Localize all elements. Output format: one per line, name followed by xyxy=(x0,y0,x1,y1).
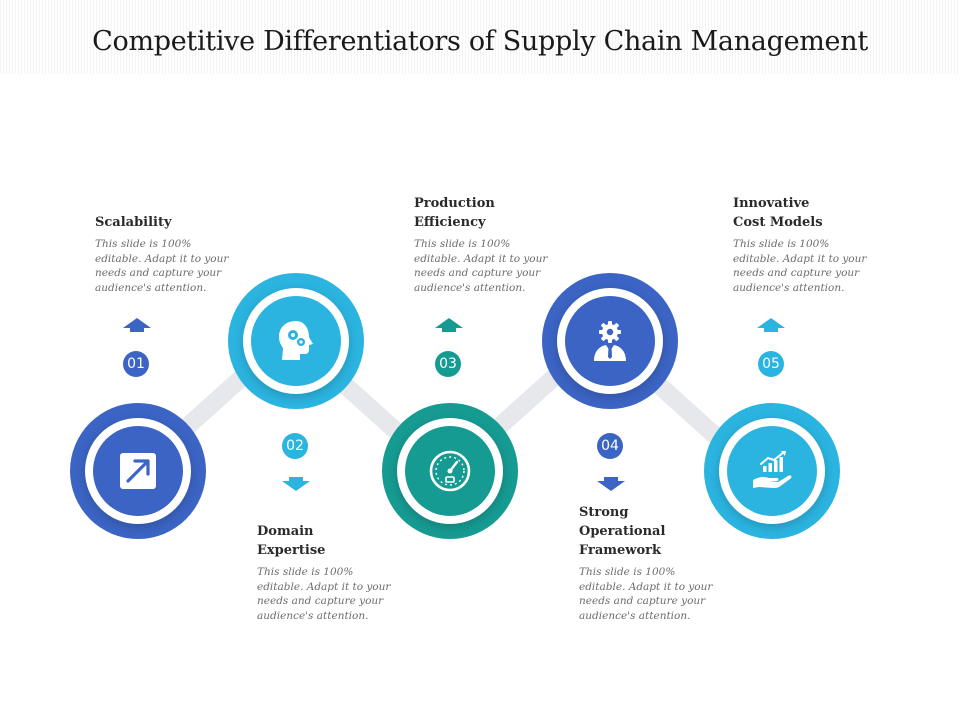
step-1-number-badge: 01 xyxy=(123,351,149,377)
step-5-title-line: Cost Models xyxy=(733,215,823,230)
step-2-title-line: Expertise xyxy=(257,543,326,558)
step-2-title: Domain Expertise xyxy=(257,522,325,560)
step-4-circle-inner xyxy=(557,288,663,394)
step-3-description-line: editable. Adapt it to your xyxy=(414,252,548,265)
up-arrow-icon xyxy=(757,318,785,332)
step-5-description: This slide is 100% editable. Adapt it to… xyxy=(733,237,883,295)
step-4-title: Strong Operational Framework xyxy=(579,503,665,560)
step-5-circle xyxy=(704,403,840,539)
step-1-circle-inner xyxy=(85,418,191,524)
step-3-title-line: Efficiency xyxy=(414,215,486,230)
speedometer-icon xyxy=(429,450,471,492)
step-2-circle-inner xyxy=(243,288,349,394)
step-3-number-badge: 03 xyxy=(435,351,461,377)
step-1-description-line: This slide is 100% xyxy=(95,238,192,250)
step-4-title-line: Framework xyxy=(579,543,662,558)
step-4-circle-core xyxy=(565,296,655,386)
step-2-description-line: This slide is 100% xyxy=(257,566,354,578)
step-5-title: Innovative Cost Models xyxy=(733,194,823,232)
step-2-description: This slide is 100% editable. Adapt it to… xyxy=(257,565,407,623)
step-5-circle-inner xyxy=(719,418,825,524)
step-4-description-line: This slide is 100% xyxy=(579,566,676,578)
step-5-circle-core xyxy=(727,426,817,516)
step-3-circle-inner xyxy=(397,418,503,524)
step-3-description-line: needs and capture your xyxy=(414,267,541,279)
step-2-description-line: editable. Adapt it to your xyxy=(257,580,391,593)
step-2-circle-core xyxy=(251,296,341,386)
step-1-description: This slide is 100% editable. Adapt it to… xyxy=(95,237,245,295)
step-5-number-badge: 05 xyxy=(758,351,784,377)
slide-title: Competitive Differentiators of Supply Ch… xyxy=(92,26,868,57)
step-3-title-line: Production xyxy=(414,196,495,211)
step-1-title: Scalability xyxy=(95,213,172,232)
step-5-description-line: needs and capture your xyxy=(733,267,860,279)
step-3-description-line: This slide is 100% xyxy=(414,238,511,250)
step-3-description-line: audience's attention. xyxy=(414,281,526,294)
step-1-description-line: audience's attention. xyxy=(95,281,207,294)
step-4-circle xyxy=(542,273,678,409)
step-1-circle-core xyxy=(93,426,183,516)
step-2-title-line: Domain xyxy=(257,524,314,539)
step-3-title: Production Efficiency xyxy=(414,194,495,232)
step-1-title-line: Scalability xyxy=(95,215,172,230)
step-5-title-line: Innovative xyxy=(733,196,810,211)
step-4-description-line: needs and capture your xyxy=(579,595,706,607)
up-arrow-icon xyxy=(435,318,463,332)
businessman-gear-icon xyxy=(594,321,626,361)
step-1-description-line: editable. Adapt it to your xyxy=(95,252,229,265)
up-arrow-icon xyxy=(123,318,151,332)
step-1-circle xyxy=(70,403,206,539)
step-2-description-line: audience's attention. xyxy=(257,609,369,622)
step-4-number-badge: 04 xyxy=(597,433,623,459)
title-band xyxy=(0,0,960,74)
step-4-title-line: Operational xyxy=(579,524,666,539)
step-3-description: This slide is 100% editable. Adapt it to… xyxy=(414,237,564,295)
step-5-description-line: This slide is 100% xyxy=(733,238,830,250)
step-3-circle-core xyxy=(405,426,495,516)
step-4-title-line: Strong xyxy=(579,505,629,520)
step-5-description-line: audience's attention. xyxy=(733,281,845,294)
step-2-description-line: needs and capture your xyxy=(257,595,384,607)
step-5-description-line: editable. Adapt it to your xyxy=(733,252,867,265)
external-link-arrow-icon xyxy=(120,453,156,489)
step-4-description-line: editable. Adapt it to your xyxy=(579,580,713,593)
head-gears-icon xyxy=(279,321,313,360)
step-2-number-badge: 02 xyxy=(282,433,308,459)
step-4-description: This slide is 100% editable. Adapt it to… xyxy=(579,565,729,623)
down-arrow-icon xyxy=(597,477,625,491)
step-3-circle xyxy=(382,403,518,539)
step-2-circle xyxy=(228,273,364,409)
hand-growth-chart-icon xyxy=(753,451,792,488)
step-1-description-line: needs and capture your xyxy=(95,267,222,279)
step-4-description-line: audience's attention. xyxy=(579,609,691,622)
down-arrow-icon xyxy=(282,477,310,491)
